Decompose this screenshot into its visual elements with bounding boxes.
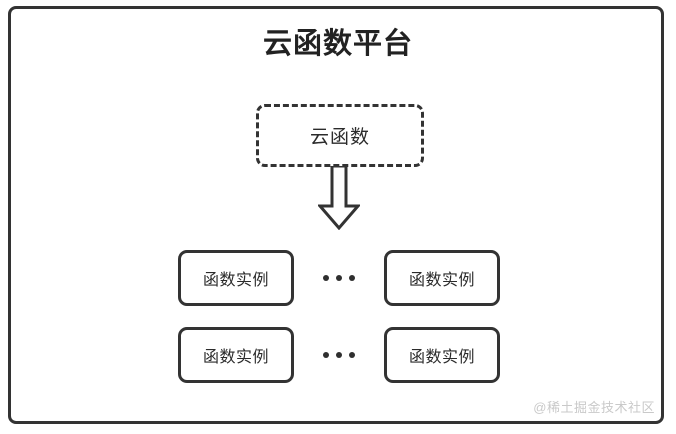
function-instance-box: 函数实例 xyxy=(178,250,294,306)
instance-row-1: 函数实例 函数实例 xyxy=(0,250,676,306)
instance-row-2: 函数实例 函数实例 xyxy=(0,327,676,383)
ellipsis-dot xyxy=(336,275,342,281)
page-title: 云函数平台 xyxy=(262,28,413,60)
cloud-function-node: 云函数 xyxy=(256,104,424,167)
down-block-arrow-icon xyxy=(316,164,362,231)
ellipsis-icon xyxy=(310,327,368,383)
ellipsis-dot xyxy=(349,352,355,358)
function-instance-box: 函数实例 xyxy=(384,327,500,383)
function-instance-label: 函数实例 xyxy=(202,272,269,289)
ellipsis-dot xyxy=(336,352,342,358)
ellipsis-dot xyxy=(323,275,329,281)
ellipsis-dot xyxy=(323,352,329,358)
function-instance-box: 函数实例 xyxy=(178,327,294,383)
function-instance-label: 函数实例 xyxy=(408,272,475,289)
function-instance-box: 函数实例 xyxy=(384,250,500,306)
watermark: @稀土掘金技术社区 xyxy=(533,400,655,415)
ellipsis-dot xyxy=(349,275,355,281)
cloud-function-label: 云函数 xyxy=(309,127,370,148)
ellipsis-icon xyxy=(310,250,368,306)
function-instance-label: 函数实例 xyxy=(202,349,269,366)
function-instance-label: 函数实例 xyxy=(408,349,475,366)
